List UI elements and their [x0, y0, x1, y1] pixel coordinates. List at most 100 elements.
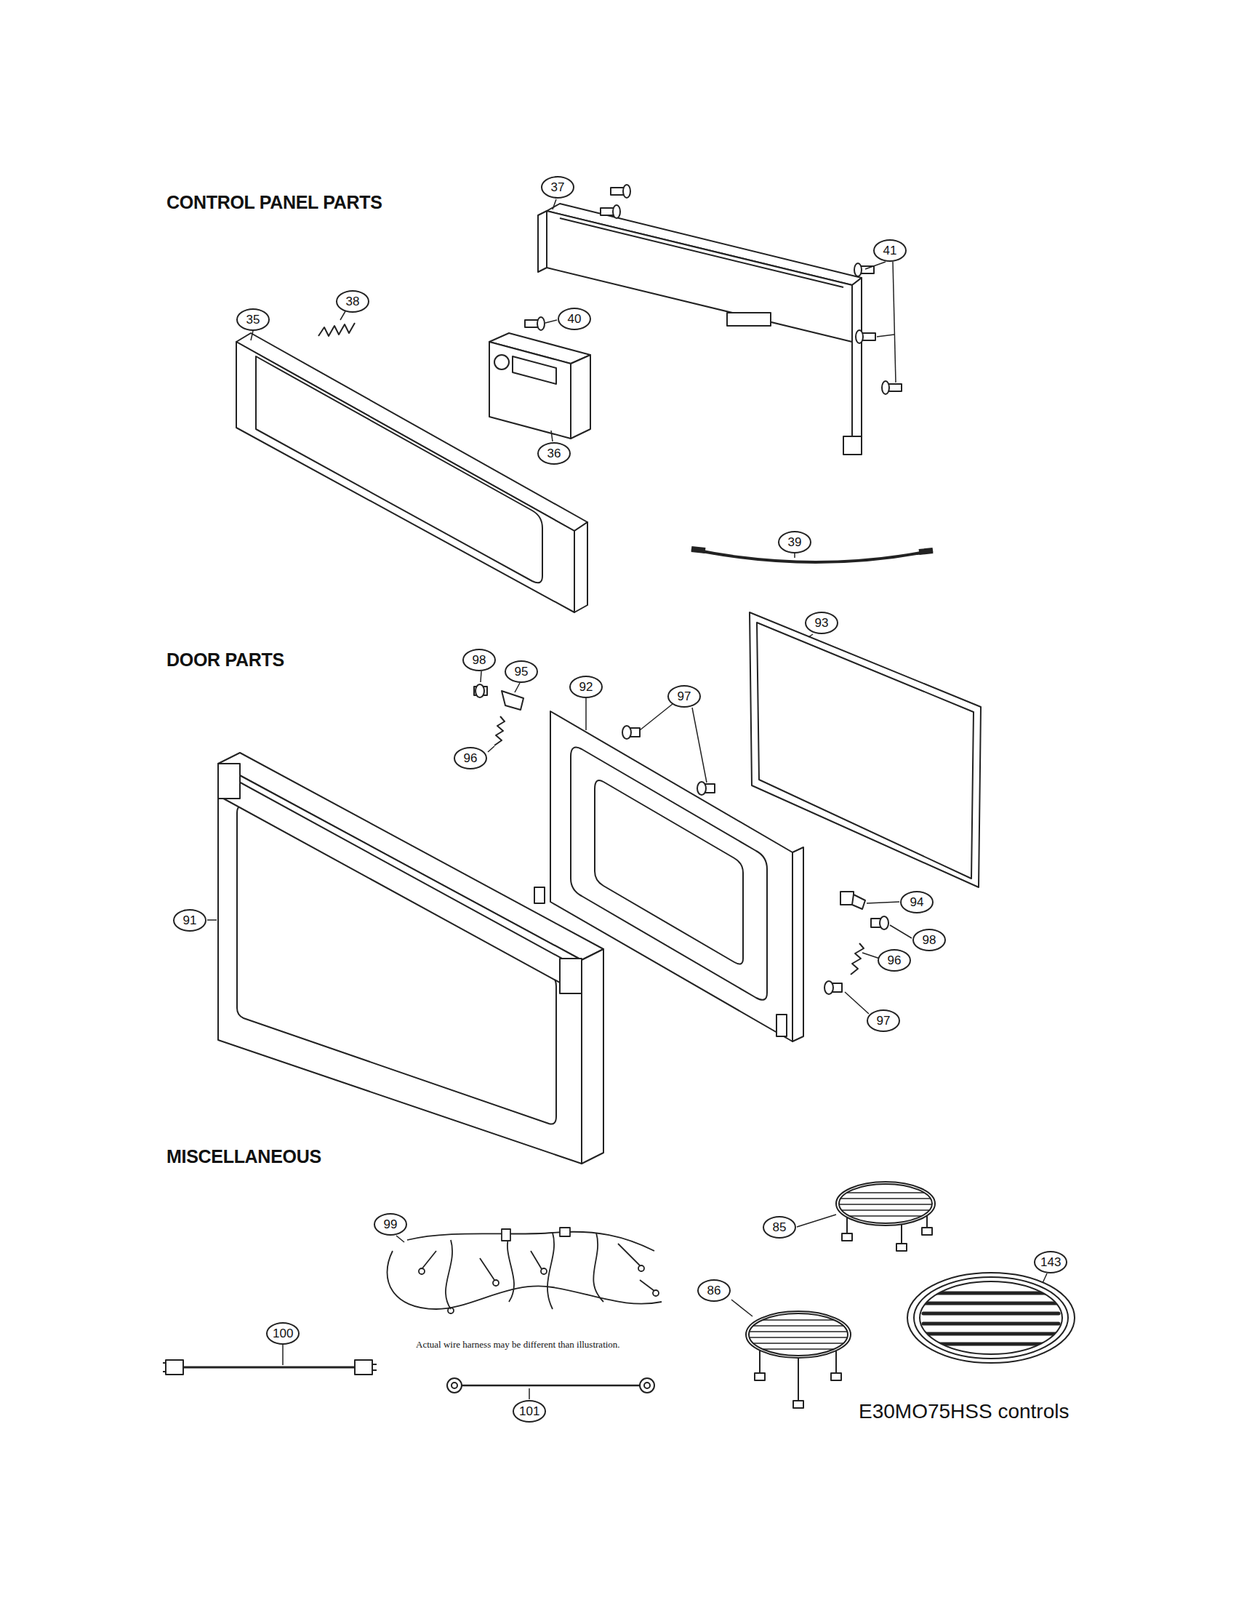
- callout-number: 40: [557, 307, 592, 331]
- door-hardware: [494, 716, 505, 746]
- section-heading: CONTROL PANEL PARTS: [166, 191, 383, 214]
- leader-lines: [282, 1214, 1047, 1399]
- leader-lines: [282, 1344, 284, 1365]
- rack-85: [836, 1191, 938, 1194]
- grill-143: [913, 1276, 1069, 1359]
- leader-lines: [692, 707, 707, 783]
- wire-harness: [507, 1234, 515, 1302]
- leader-lines: [487, 745, 495, 752]
- rack-86: [748, 1318, 851, 1321]
- leader-lines: [796, 1214, 837, 1227]
- door-hardware: [850, 942, 864, 975]
- leader-lines: [844, 991, 869, 1014]
- door-hardware: [879, 916, 889, 930]
- wire-harness: [447, 1307, 454, 1314]
- callout-number: 95: [504, 660, 539, 683]
- spring: [318, 322, 355, 336]
- grill-143: [923, 1311, 1059, 1316]
- grill-143: [919, 1281, 1063, 1354]
- grill-143: [924, 1331, 1058, 1336]
- wire-harness: [501, 1228, 511, 1241]
- rack-86: [793, 1400, 804, 1408]
- leader-lines: [480, 671, 482, 682]
- screws: [623, 184, 631, 198]
- inner-door: [776, 1014, 787, 1037]
- door-front: [559, 958, 582, 994]
- callout-number: 86: [697, 1278, 731, 1302]
- door-front: [218, 752, 604, 1164]
- inner-door: [594, 780, 744, 965]
- door-hardware: [475, 684, 485, 698]
- door-hardware: [840, 891, 854, 905]
- grill-143: [923, 1321, 1059, 1326]
- rack-86: [745, 1310, 851, 1408]
- caption: E30MO75HSS controls: [858, 1399, 1069, 1423]
- electronic-control-box: [489, 341, 571, 439]
- door-hardware: [852, 894, 866, 909]
- screws: [854, 263, 862, 277]
- callout-number: 100: [266, 1321, 300, 1345]
- section-heading: MISCELLANEOUS: [166, 1145, 322, 1167]
- screws: [524, 184, 902, 395]
- callout-number: 99: [373, 1212, 408, 1236]
- wire-harness: [387, 1227, 663, 1314]
- wire-harness: [540, 1267, 547, 1274]
- wire: [919, 550, 933, 552]
- callout-number: 41: [873, 239, 907, 262]
- screws: [855, 330, 864, 344]
- callout-number: 96: [877, 948, 912, 972]
- leader-lines: [808, 633, 813, 637]
- grill-143: [907, 1272, 1075, 1363]
- leader-lines: [207, 919, 217, 921]
- leader-lines: [528, 1387, 531, 1399]
- ground-wire: [451, 1382, 458, 1388]
- rack-86: [748, 1319, 851, 1349]
- control-panel-bracket: [559, 218, 844, 288]
- wire-harness: [479, 1257, 495, 1280]
- wire-harness: [639, 1279, 655, 1291]
- callout-number: 92: [569, 675, 603, 698]
- control-panel-bracket: [538, 210, 547, 272]
- door-hardware: [474, 684, 889, 994]
- leader-lines: [396, 1235, 405, 1242]
- callout-number: 94: [900, 890, 934, 914]
- control-panel-front: [574, 522, 588, 613]
- leader-lines: [551, 430, 553, 442]
- door-gasket: [756, 622, 974, 879]
- leader-lines: [250, 199, 896, 558]
- door-hardware: [697, 781, 706, 795]
- leader-lines: [793, 553, 796, 558]
- inner-door: [570, 747, 768, 1000]
- rack-85: [836, 1192, 938, 1216]
- door-front: [218, 763, 582, 1164]
- callout-number: 97: [866, 1009, 901, 1032]
- callout-number: 36: [537, 442, 571, 465]
- leader-lines: [876, 334, 895, 337]
- rack-85: [836, 1181, 935, 1226]
- electronic-control-box: [512, 356, 557, 384]
- leader-lines: [552, 199, 557, 210]
- callout-number: 37: [540, 175, 575, 199]
- wire-harness: [445, 1239, 453, 1309]
- power-cord: [354, 1359, 373, 1375]
- rack-86: [797, 1355, 800, 1402]
- wire: [691, 548, 933, 563]
- control-panel-front: [236, 332, 588, 613]
- power-cord: [183, 1366, 355, 1369]
- rack-85: [921, 1227, 933, 1235]
- leader-lines: [1042, 1273, 1047, 1283]
- wire-harness: [387, 1250, 663, 1309]
- control-panel-bracket: [538, 203, 862, 455]
- power-cord: [165, 1359, 184, 1375]
- callout-number: 85: [762, 1215, 797, 1239]
- rack-85: [839, 1183, 933, 1223]
- leader-lines: [889, 924, 912, 938]
- leader-lines: [865, 261, 886, 270]
- leader-lines: [545, 319, 557, 323]
- wire-harness: [418, 1267, 425, 1274]
- callout-number: 96: [453, 746, 488, 770]
- callout-number: 98: [912, 928, 946, 951]
- wire: [691, 548, 706, 551]
- wire-harness: [638, 1265, 645, 1271]
- callout-number: 143: [1033, 1250, 1068, 1274]
